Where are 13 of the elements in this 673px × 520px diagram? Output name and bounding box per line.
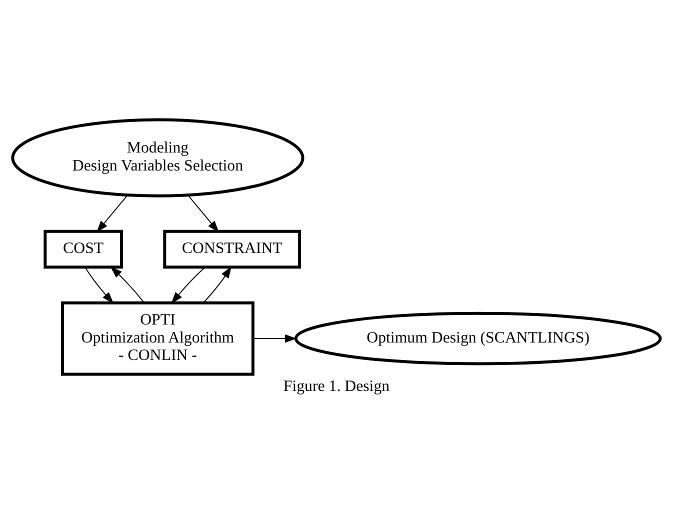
caption: Figure 1. Design — [283, 378, 390, 395]
node-ellipse: Optimum Design (SCANTLINGS) — [294, 312, 662, 366]
node-box: COST — [44, 230, 124, 269]
arrow — [171, 267, 206, 304]
arrow — [96, 194, 128, 233]
node-ellipse: Modeling Design Variables Selection — [11, 118, 304, 198]
arrow — [203, 266, 232, 304]
arrow — [187, 194, 220, 233]
arrow — [110, 266, 145, 304]
node-box: CONSTRAINT — [163, 230, 302, 269]
arrow — [252, 334, 297, 343]
arrow — [84, 267, 114, 304]
node-box: OPTI Optimization Algorithm - CONLIN - — [61, 301, 254, 376]
